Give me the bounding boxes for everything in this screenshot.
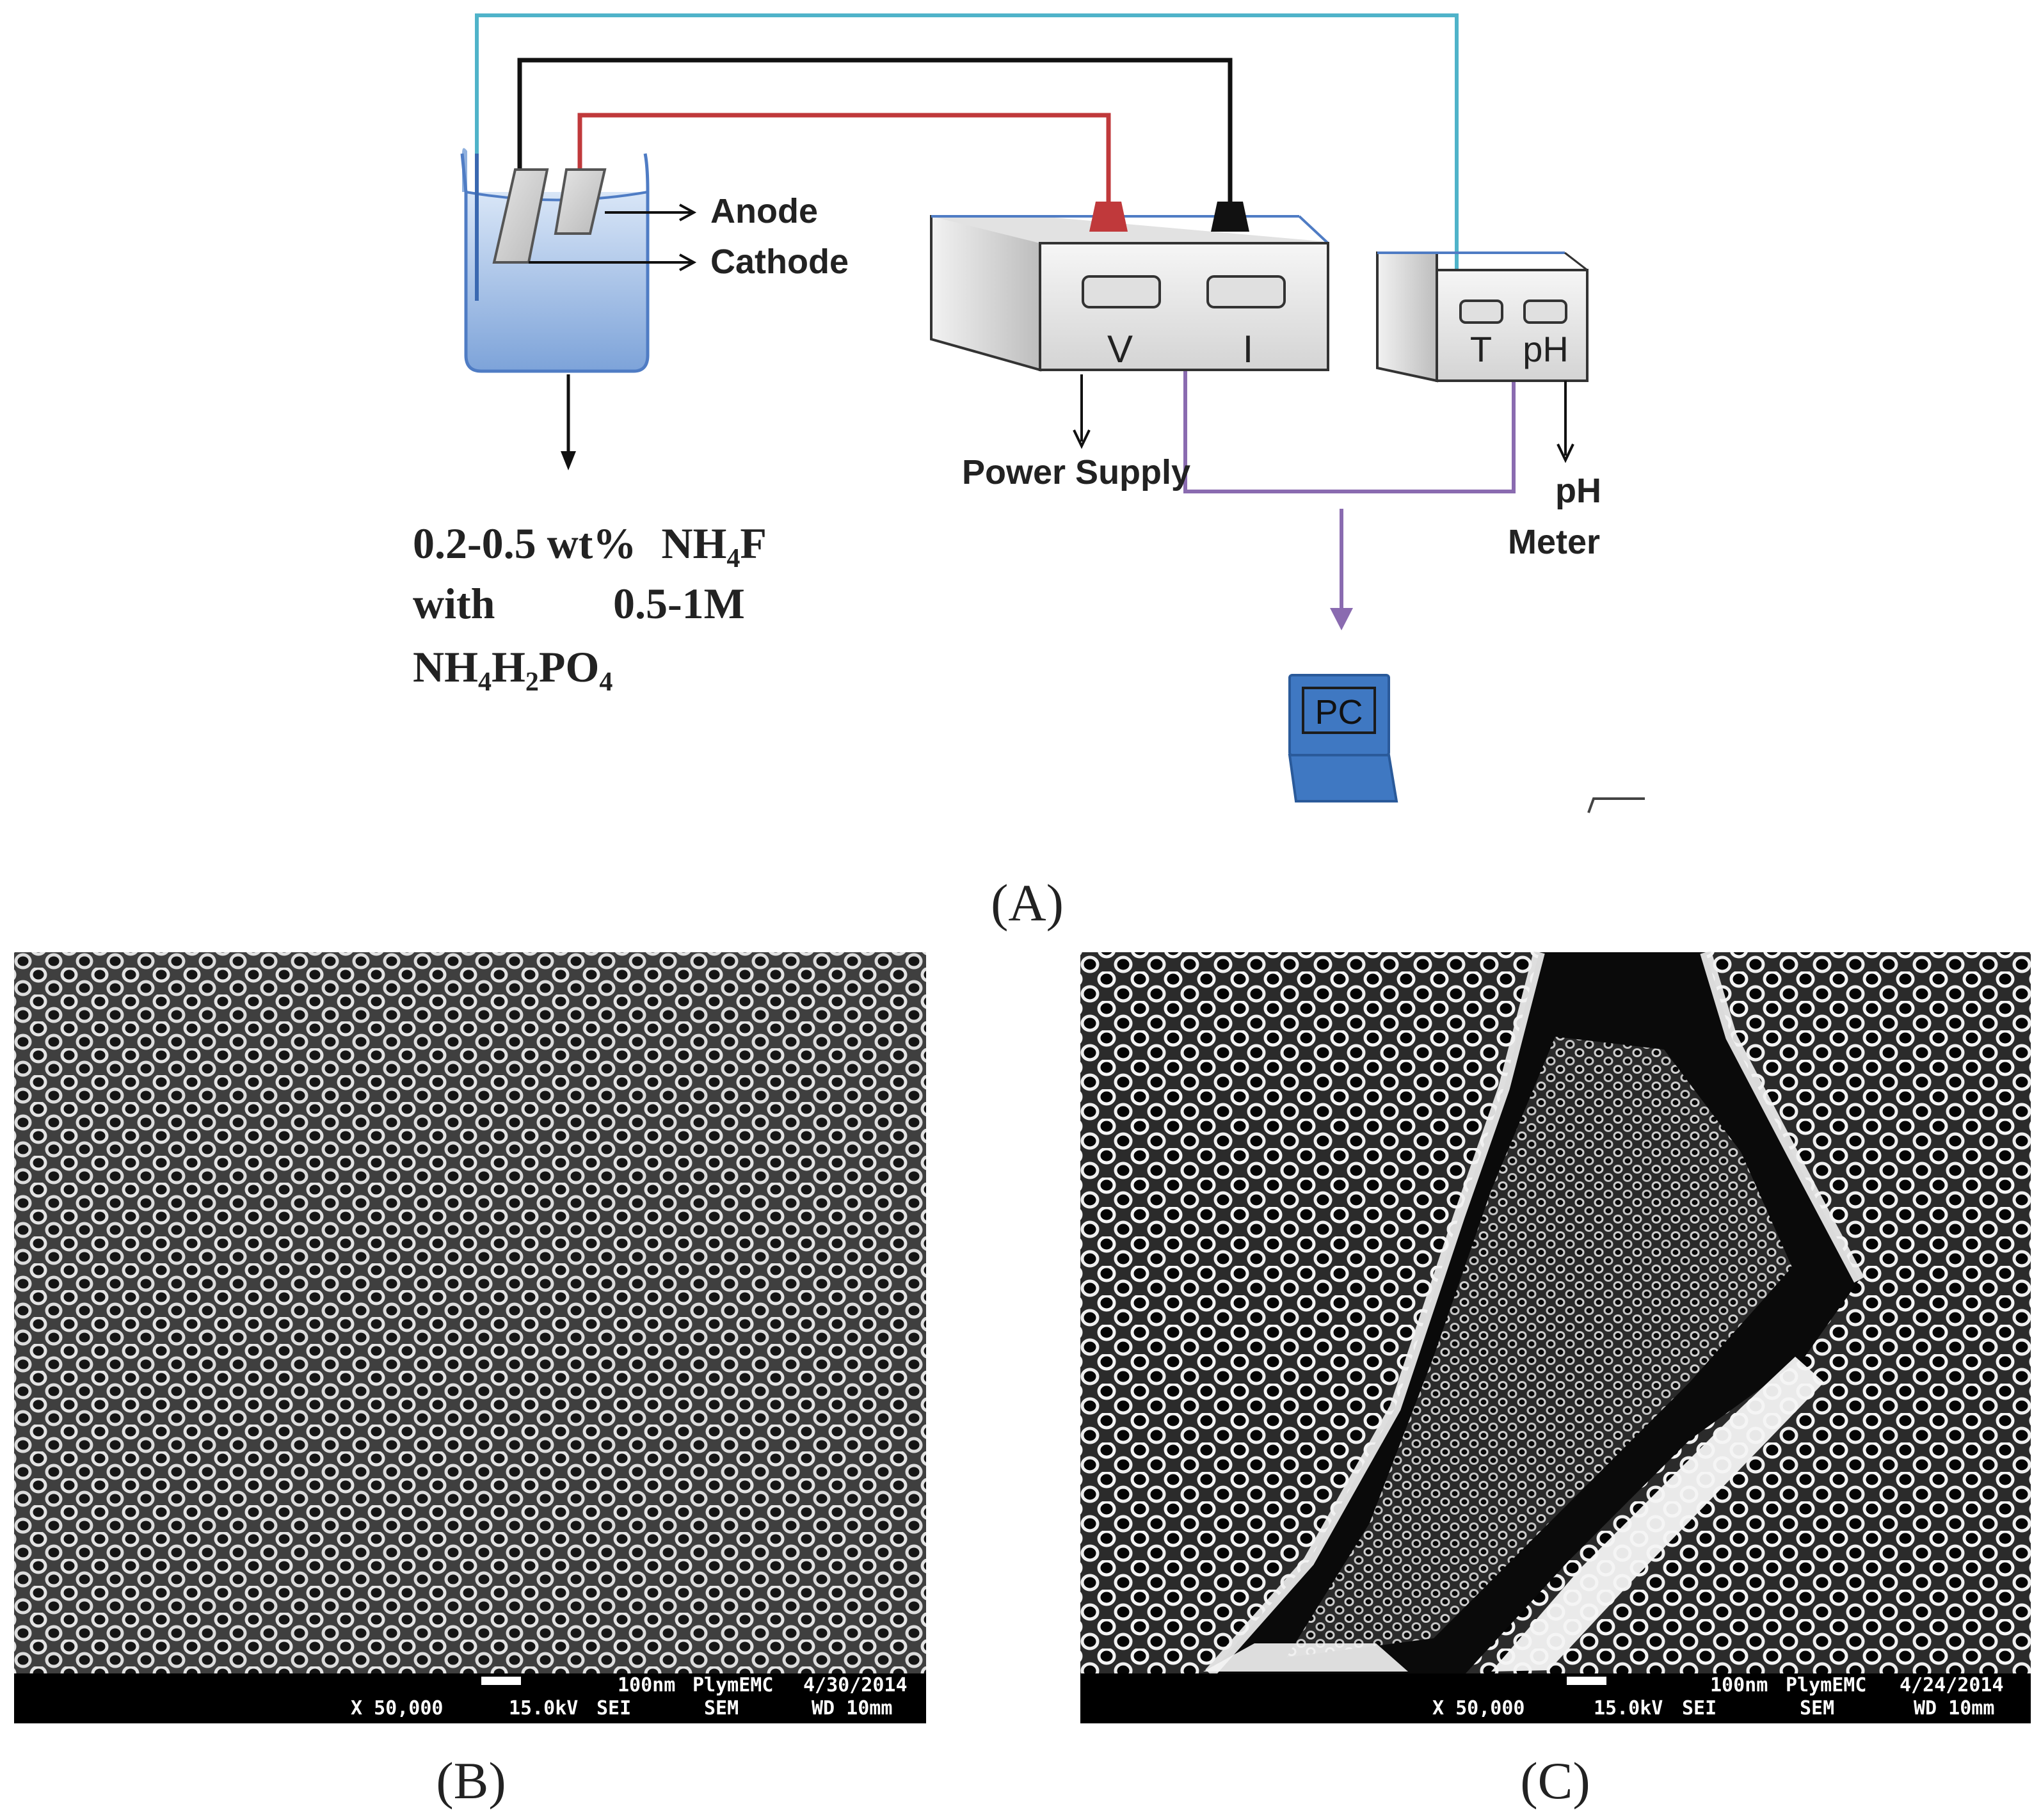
electrolyte-concentration: 0.2-0.5 wt% [413, 519, 636, 568]
sem-c-detector: SEI [1682, 1697, 1717, 1720]
ph-meter: T pH [1376, 251, 1589, 383]
voltage-display [1082, 275, 1161, 308]
sem-b-mode: SEM [704, 1697, 739, 1720]
sem-bright-ridge [1491, 1357, 1824, 1672]
black-wire [517, 58, 1233, 202]
sem-b-detector: SEI [596, 1697, 631, 1720]
sem-info-bar-c [1080, 1673, 2031, 1723]
ph-display [1523, 299, 1567, 324]
panel-a-setup-diagram: Anode Cathode 0.2-0.5 wt% NH4F with 0.5-… [413, 13, 1645, 932]
purple-wire [1183, 371, 1516, 493]
sem-lower-layer [1286, 1037, 1792, 1657]
electrolyte-nh4h2po4: NH4H2PO4 [413, 643, 612, 697]
scale-bar-b [481, 1677, 521, 1685]
black-terminal [1211, 202, 1249, 232]
computer: PC [1288, 674, 1398, 802]
caption-b: (B) [436, 1752, 506, 1810]
current-label: I [1243, 328, 1254, 371]
panel-c-sem-image: 100nm PlymEMC 4/24/2014 X 50,000 15.0kV … [1080, 950, 2031, 1810]
ph-meter-label-ph: pH [1555, 472, 1601, 510]
scale-bar-c [1567, 1677, 1606, 1685]
sem-crack-edge-right [1700, 950, 1864, 1283]
sem-b-scale: 100nm [618, 1674, 675, 1696]
temperature-label: T [1470, 329, 1492, 369]
caption-c: (C) [1520, 1752, 1590, 1810]
red-terminal [1089, 202, 1128, 232]
sem-b-wd: WD 10mm [812, 1697, 892, 1720]
sem-c-voltage: 15.0kV [1594, 1697, 1663, 1720]
power-supply: V I [930, 202, 1329, 372]
sem-crack-edge-left [1205, 950, 1545, 1677]
electrolyte-with: with [413, 579, 495, 628]
temperature-display [1459, 299, 1503, 324]
sem-b-voltage: 15.0kV [509, 1697, 578, 1720]
sem-c-date: 4/24/2014 [1900, 1674, 2004, 1696]
panel-b-sem-image: 100nm PlymEMC 4/30/2014 X 50,000 15.0kV … [14, 952, 926, 1810]
voltage-label: V [1107, 328, 1133, 371]
cathode-label: Cathode [710, 243, 849, 281]
sem-info-bar-b [14, 1673, 926, 1723]
sem-b-magnification: X 50,000 [351, 1697, 444, 1720]
sem-bright-patch [1203, 1643, 1408, 1672]
anode-electrode [554, 168, 607, 235]
computer-screen [1302, 687, 1376, 734]
sem-b-date: 4/30/2014 [803, 1674, 908, 1696]
cyan-wire [475, 13, 1459, 270]
computer-keyboard [1288, 754, 1398, 802]
electrolyte-composition: 0.2-0.5 wt% NH4F with 0.5-1M NH4H2PO4 [413, 519, 767, 697]
sem-c-lab: PlymEMC [1786, 1674, 1866, 1696]
current-display [1206, 275, 1286, 308]
ph-display-label: pH [1523, 329, 1569, 369]
purple-arrow-head [1330, 608, 1353, 630]
sem-micrograph-b [14, 952, 926, 1673]
electrolyte-nh4f: NH4F [661, 519, 767, 573]
anode-label: Anode [710, 192, 818, 230]
ph-meter-label-meter: Meter [1508, 523, 1600, 561]
svg-text:0.2-0.5 wt% NH4F: 0.2-0.5 wt% NH4F [413, 519, 767, 573]
caption-a: (A) [991, 874, 1064, 932]
sem-c-magnification: X 50,000 [1432, 1697, 1525, 1720]
sem-b-lab: PlymEMC [692, 1674, 773, 1696]
sem-c-scale: 100nm [1710, 1674, 1768, 1696]
svg-text:100nm PlymEMC 4/24: 100nm PlymEMC 4/24/2014 X 50,000 15.0kV … [1432, 1674, 2015, 1720]
red-wire [577, 113, 1111, 202]
cropped-fragment [1587, 797, 1645, 813]
pc-label: PC [1315, 693, 1363, 731]
sem-c-mode: SEM [1800, 1697, 1834, 1720]
sem-c-wd: WD 10mm [1914, 1697, 1994, 1720]
electrolyte-molarity: 0.5-1M [613, 579, 745, 628]
beaker [460, 148, 650, 373]
svg-text:100nm PlymEMC 4/30: 100nm PlymEMC 4/30/2014 X 50,000 15.0kV … [351, 1674, 919, 1720]
power-supply-label: Power Supply [962, 453, 1190, 491]
